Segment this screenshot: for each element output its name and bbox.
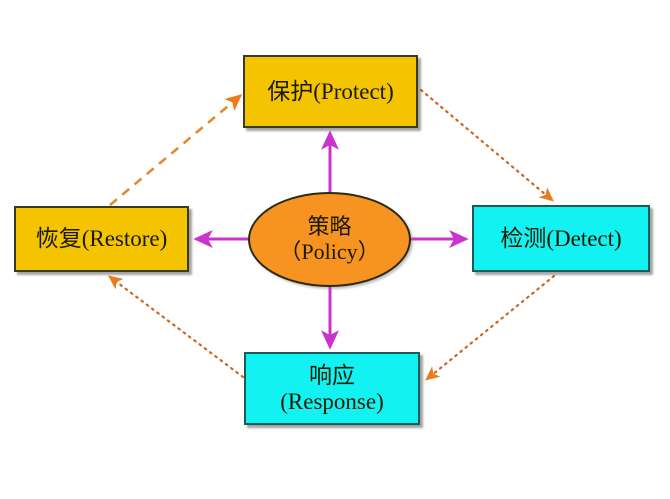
node-detect[interactable]: 检测(Detect)	[472, 205, 650, 272]
node-detect-label: 检测(Detect)	[500, 225, 622, 251]
node-protect-label: 保护(Protect)	[267, 78, 394, 104]
edge-response-to-restore	[108, 275, 245, 379]
node-restore[interactable]: 恢复(Restore)	[14, 206, 189, 272]
edge-detect-to-response	[425, 274, 556, 381]
node-policy-label: 策略 （Policy）	[279, 213, 380, 264]
node-protect[interactable]: 保护(Protect)	[243, 55, 418, 128]
node-response-label: 响应 (Response)	[280, 362, 384, 414]
node-restore-label: 恢复(Restore)	[35, 226, 168, 252]
node-response[interactable]: 响应 (Response)	[244, 352, 420, 425]
edge-restore-to-protect	[109, 94, 243, 206]
node-policy[interactable]: 策略 （Policy）	[248, 192, 411, 287]
edge-protect-to-detect	[419, 88, 554, 202]
